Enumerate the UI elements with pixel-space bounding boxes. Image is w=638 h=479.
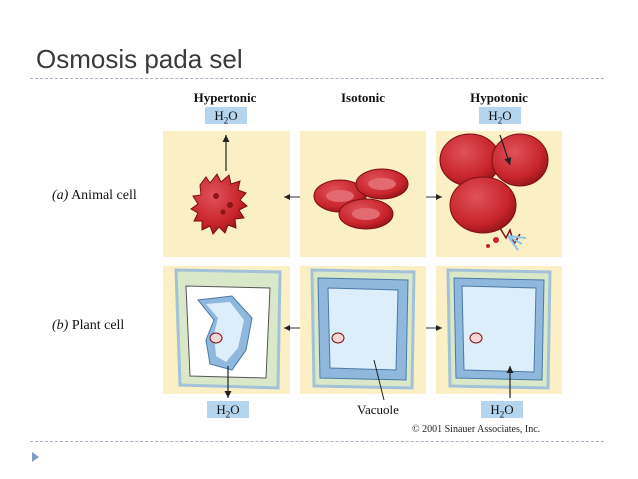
crenated-red-blood-cell — [190, 173, 248, 235]
footer-divider — [30, 441, 604, 442]
vacuole-label: Vacuole — [357, 402, 399, 417]
row-text-animal: Animal cell — [71, 188, 137, 203]
row-text-plant: Plant cell — [71, 318, 125, 333]
copyright-text: © 2001 Sinauer Associates, Inc. — [412, 424, 541, 435]
normal-red-blood-cells — [313, 168, 409, 230]
bullet-icon — [32, 452, 39, 462]
slide-title: Osmosis pada sel — [36, 44, 243, 74]
heading-hypotonic: Hypotonic — [470, 90, 528, 105]
heading-hypertonic: Hypertonic — [193, 90, 257, 105]
title-divider — [30, 78, 604, 79]
vacuole-pointer — [373, 359, 385, 401]
row-label-plant: (b) Plant cell — [52, 318, 124, 334]
row-letter-b: (b) — [52, 318, 69, 333]
water-in-arrow-animal — [499, 134, 512, 166]
water-tag-hypotonic-bottom: H2O — [481, 401, 523, 420]
water-tag-hypertonic-top: H2O — [205, 107, 247, 126]
turgid-plant-cell — [453, 277, 545, 381]
row-label-animal: (a) Animal cell — [52, 188, 137, 204]
lysed-red-blood-cells — [439, 133, 549, 251]
flaccid-plant-cell — [317, 277, 409, 381]
water-tag-hypertonic-bottom: H2O — [207, 401, 249, 420]
plasmolyzed-plant-cell — [185, 285, 271, 379]
heading-isotonic: Isotonic — [340, 90, 386, 105]
water-tag-hypotonic-top: H2O — [479, 107, 521, 126]
row-letter-a: (a) — [52, 188, 69, 203]
